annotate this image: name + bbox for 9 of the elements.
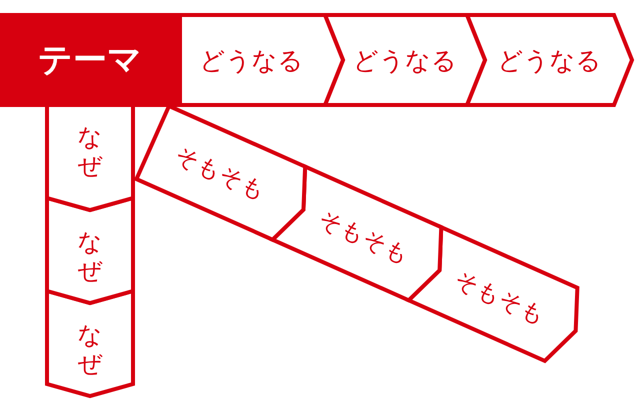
box-label: どうなる bbox=[200, 44, 304, 76]
theme-title: テーマ bbox=[38, 39, 142, 82]
box-label: なぜ bbox=[77, 228, 103, 286]
box-label: どうなる bbox=[498, 44, 602, 76]
box-label: なぜ bbox=[77, 320, 103, 378]
box-label: そもそも bbox=[314, 204, 414, 270]
box-label: そもそも bbox=[170, 140, 271, 207]
box-label: そもそも bbox=[450, 265, 550, 331]
box-label: なぜ bbox=[77, 122, 103, 180]
